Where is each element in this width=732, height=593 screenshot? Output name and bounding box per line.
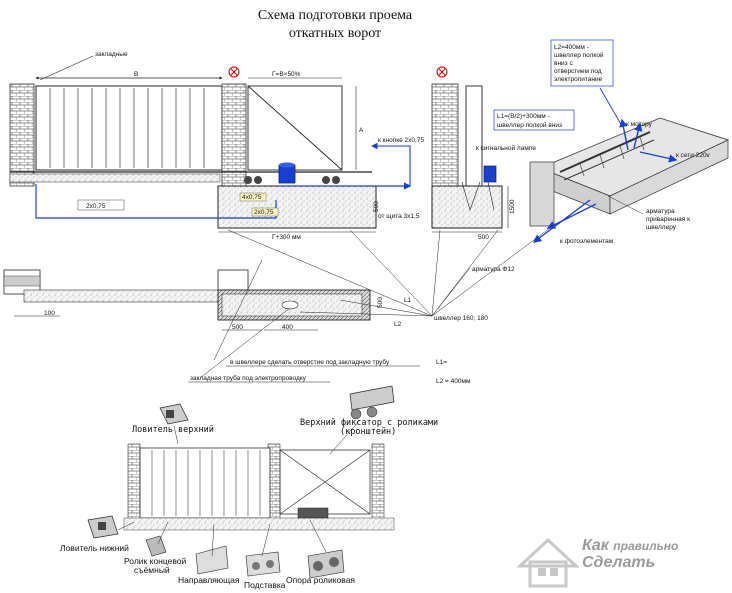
guide-part <box>195 545 229 575</box>
plan-view: 100 500 400 500 L1 L2 швеллер 160; 180 а… <box>3 227 551 385</box>
offset-100-label: 100 <box>44 310 55 317</box>
components-view: Ловитель верхний Верхний фиксатор с роли… <box>60 385 438 590</box>
signal-lamp-label: к сигнальной лампе <box>476 144 536 152</box>
foundation-length-label: Г+300 мм <box>272 234 301 241</box>
embed-label: закладные <box>95 51 128 58</box>
watermark-line1b: правильно <box>613 539 679 553</box>
top-fixer-part <box>349 385 395 411</box>
to-button-label: к кнопке 2х0,75 <box>378 137 424 144</box>
side-view: к сигнальной лампе 500 1500 <box>431 66 536 241</box>
end-roller-caption-line2: съёмный <box>134 565 170 575</box>
watermark-house-icon <box>516 537 580 588</box>
l1-note-line1: L1=(В/2)+300мм - <box>497 113 550 120</box>
width-b-label: В <box>134 71 138 78</box>
top-fixer-caption-line2: (кронштейн) <box>340 427 396 437</box>
counterweight-dim-label: Г=В×50% <box>272 71 301 78</box>
dim-500-label: 500 <box>232 324 243 331</box>
rebar-note-line2: приваренная к <box>646 216 690 223</box>
cable-4x075-label: 4х0,75 <box>242 194 262 201</box>
side-width-label: 500 <box>478 234 489 241</box>
roller-support-part <box>307 549 345 579</box>
hole-note: в швеллере сделать отверстие под закладн… <box>230 358 390 366</box>
depth-500-label: 500 <box>373 201 380 212</box>
gate-leaf <box>35 85 223 171</box>
pipe-note: закладная труба под электропроводку <box>190 374 307 382</box>
front-rollers <box>244 176 340 184</box>
rebar-note-line3: швеллеру <box>646 224 677 231</box>
rebar-note-line1: арматура <box>646 208 675 215</box>
l1-eq-label: L1= <box>436 359 447 366</box>
to-motor-label: к мотору <box>626 121 653 128</box>
l2-note-line5: электропитание <box>554 76 603 83</box>
stand-caption: Подставка <box>244 580 286 590</box>
cable-2x075-label: 2х0,75 <box>86 203 106 210</box>
from-panel-label: от щита 3х1,5 <box>378 213 420 220</box>
l1-label: L1 <box>404 297 412 304</box>
gate-leaf-pales <box>49 88 205 168</box>
end-roller-part <box>145 535 167 557</box>
to-photo-label: к фотоэлементам <box>560 238 614 245</box>
top-fixer-caption-line1: Верхний фиксатор с роликами <box>300 418 438 428</box>
left-brick-pillar <box>9 83 35 187</box>
perspective-view: L2=400мм - швеллер полкой вниз с отверст… <box>493 39 730 245</box>
to-network-label: к сети 220v <box>676 152 711 159</box>
l2-note-line2: швеллер полкой <box>554 51 604 59</box>
catcher-bottom-caption: Ловитель нижний <box>60 543 129 553</box>
l1-note-line2: швеллер полкой вниз <box>497 121 562 129</box>
gate-motor <box>278 164 296 184</box>
dim-500-v-label: 500 <box>377 297 384 308</box>
side-brick-pillar <box>431 83 459 187</box>
diagram-title-line2: откатных ворот <box>288 26 382 41</box>
l2-note-line3: вниз с <box>554 60 573 67</box>
catcher-top-caption: Ловитель верхний <box>132 425 214 435</box>
guide-caption: Направляющая <box>178 575 240 585</box>
front-view: В Г=В×50% А закладные 2х0,75 4х0,75 2х0,… <box>9 51 424 241</box>
side-depth-label: 1500 <box>509 199 516 214</box>
foundation-block <box>217 185 377 229</box>
dim-400-label: 400 <box>282 324 293 331</box>
l2-label: L2 <box>394 321 402 328</box>
diagram-title-line1: Схема подготовки проема <box>257 8 413 23</box>
right-brick-pillar <box>221 83 247 187</box>
l2-note-line1: L2=400мм - <box>554 44 589 51</box>
watermark-line2: Сделать <box>582 554 656 571</box>
watermark-line1a: Как <box>582 537 609 554</box>
cable-2x075-small-label: 2х0,75 <box>254 209 274 216</box>
l2-note-line4: отверстием под <box>554 68 602 75</box>
stand-part <box>245 551 281 577</box>
watermark: Как правильно Сделать <box>582 538 678 572</box>
roller-support-caption: Опора роликовая <box>286 575 355 585</box>
height-a-label: А <box>359 127 364 134</box>
l2-eq-label: L2 = 400мм <box>436 378 471 385</box>
end-roller-caption-line1: Ролик концевой <box>124 556 187 566</box>
rebar-label: арматура Ф12 <box>472 266 515 273</box>
channel-label: швеллер 160; 180 <box>434 315 488 322</box>
